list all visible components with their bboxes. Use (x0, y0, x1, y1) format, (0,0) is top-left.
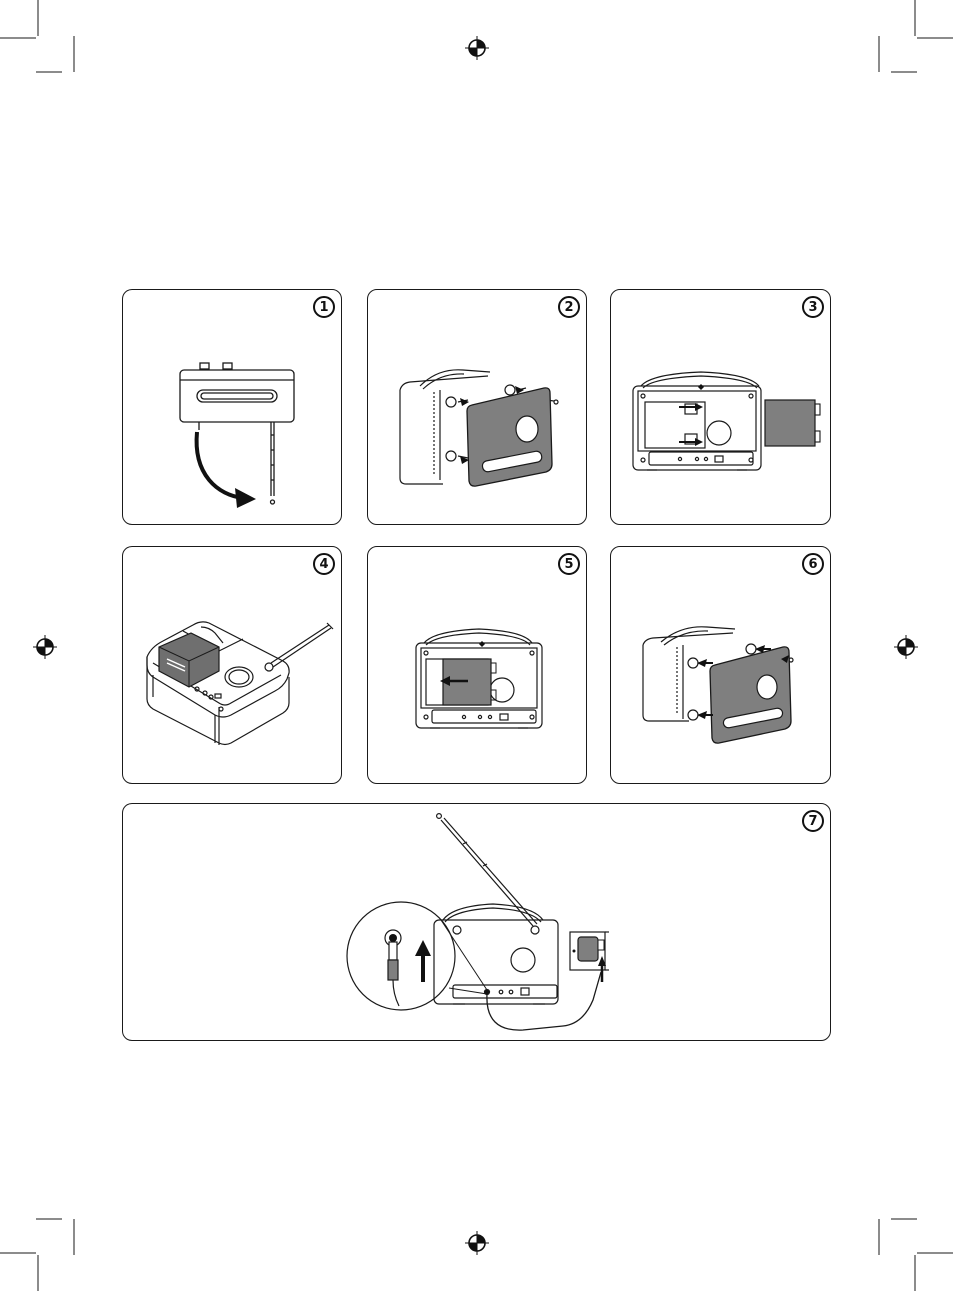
radio-top-view-antenna-illustration (123, 290, 343, 526)
registration-mark-top-icon (465, 36, 489, 60)
registration-mark-left-icon (33, 635, 57, 659)
step-4-panel: 4 (122, 546, 342, 784)
battery-cover (765, 400, 815, 446)
registration-mark-right-icon (894, 635, 918, 659)
step-1-panel: 1 (122, 289, 342, 525)
back-cover-plate (467, 388, 552, 486)
remove-back-cover-illustration (368, 290, 588, 526)
step-2-panel: 2 (367, 289, 587, 525)
power-cable (487, 972, 601, 1030)
step-5-panel: 5 (367, 546, 587, 784)
insert-battery-illustration (123, 547, 343, 785)
back-cover-plate (710, 647, 791, 743)
power-adapter (578, 937, 598, 961)
battery-inserted-illustration (368, 547, 588, 785)
step-6-panel: 6 (610, 546, 831, 784)
step-7-panel: 7 (122, 803, 831, 1041)
step-3-panel: 3 (610, 289, 831, 525)
rotate-arrow-icon (197, 432, 243, 498)
connect-power-adapter-illustration (123, 804, 832, 1042)
attach-back-cover-illustration (611, 547, 832, 785)
registration-mark-bottom-icon (465, 1231, 489, 1255)
zoom-detail-circle (347, 902, 455, 1010)
remove-battery-cover-illustration (611, 290, 832, 526)
